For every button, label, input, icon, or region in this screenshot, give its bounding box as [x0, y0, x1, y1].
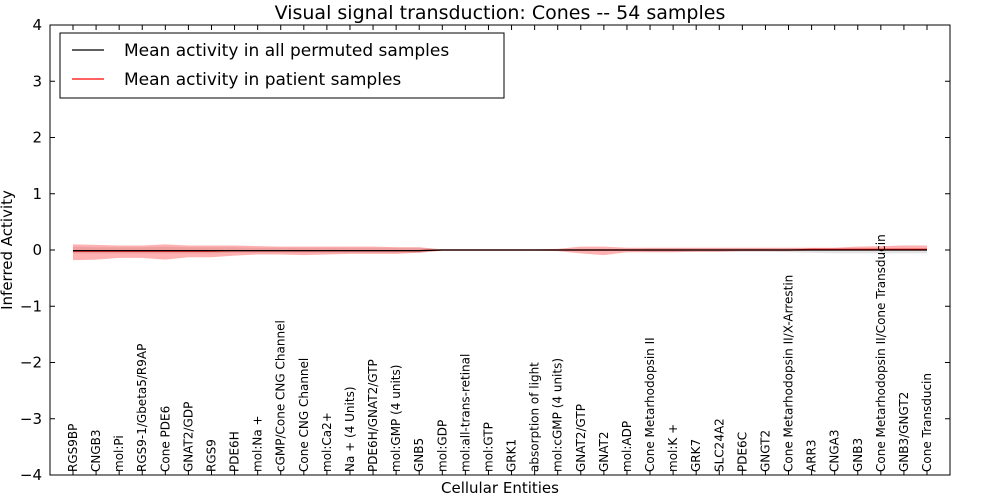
x-tick-label: Cone Metarhodopsin II/X-Arrestin — [782, 275, 796, 472]
x-tick-label: GNB5 — [412, 438, 426, 472]
y-tick-label: 3 — [32, 72, 42, 90]
x-tick-label: absorption of light — [528, 362, 542, 472]
confidence-bands — [73, 244, 927, 261]
x-tick-label: ARR3 — [805, 439, 819, 472]
x-tick-label: Cone CNG Channel — [297, 358, 311, 472]
x-tick-label: Na + (4 Units) — [343, 386, 357, 472]
y-tick-label: 0 — [32, 241, 42, 259]
x-tick-label: mol:Na + — [251, 415, 265, 472]
x-tick-label: mol:ADP — [620, 421, 634, 472]
y-tick-label: 2 — [32, 129, 42, 147]
x-tick-label: mol:K + — [666, 424, 680, 472]
x-tick-label: Cone Transducin — [920, 373, 934, 472]
y-tick-label: −2 — [20, 354, 42, 372]
x-tick-label: mol:GDP — [435, 420, 449, 472]
series-band-1 — [73, 244, 927, 261]
x-tick-label: Cone Metarhodopsin II — [643, 337, 657, 472]
x-tick-label: RGS9BP — [66, 424, 80, 472]
x-tick-label: GRK1 — [505, 439, 519, 472]
x-axis-label: Cellular Entities — [441, 479, 559, 497]
legend-label-0: Mean activity in all permuted samples — [124, 41, 449, 61]
legend-box — [59, 32, 505, 99]
x-tick-label: RGS9-1/Gbeta5/R9AP — [135, 344, 149, 472]
legend-label-1: Mean activity in patient samples — [124, 70, 401, 90]
x-tick-label: mol:GMP (4 units) — [389, 365, 403, 472]
x-tick-label: CNGB3 — [89, 429, 103, 472]
x-tick-label: Cone Metarhodopsin II/Cone Transducin — [874, 234, 888, 472]
y-tick-label: −3 — [20, 410, 42, 428]
y-tick-label: −1 — [20, 297, 42, 315]
x-tick-label: GNGT2 — [758, 430, 772, 472]
x-tick-label: mol:GTP — [482, 422, 496, 472]
x-tick-label: cGMP/Cone CNG Channel — [274, 320, 288, 472]
x-tick-label: SLC24A2 — [712, 418, 726, 472]
x-tick-label: GNAT2 — [597, 431, 611, 472]
series-lines — [73, 248, 927, 252]
chart-title: Visual signal transduction: Cones -- 54 … — [275, 2, 726, 24]
x-tick-label: PDE6H/GNAT2/GTP — [366, 359, 380, 472]
x-tick-label: GNAT2/GDP — [181, 402, 195, 472]
x-tick-label: mol:all-trans-retinal — [458, 354, 472, 472]
x-tick-label: mol:Ca2+ — [320, 412, 334, 472]
x-tick-label: GRK7 — [689, 439, 703, 472]
x-tick-label: PDE6C — [735, 432, 749, 472]
series-line-0 — [73, 249, 927, 252]
x-tick-label: GNB3/GNGT2 — [897, 392, 911, 472]
x-tick-label: RGS9 — [205, 439, 219, 472]
x-axis: RGS9BP CNGB3 mol:Pi RGS9-1/Gbeta5/R9AP Cone … — [66, 25, 934, 475]
y-axis-label: Inferred Activity — [0, 190, 16, 310]
x-tick-label: GNB3 — [851, 438, 865, 472]
y-tick-label: 4 — [32, 16, 42, 34]
y-tick-label: 1 — [32, 185, 42, 203]
x-tick-label: GNAT2/GTP — [574, 404, 588, 472]
y-tick-label: −4 — [20, 466, 42, 484]
y-axis: 4 3 2 1 0 −1 −2 −3 −4 — [20, 16, 950, 484]
x-tick-label: mol:Pi — [112, 435, 126, 472]
legend: Mean activity in all permuted samplesMea… — [59, 32, 505, 99]
x-tick-label: Cone PDE6 — [158, 406, 172, 472]
x-tick-label: mol:cGMP (4 units) — [551, 358, 565, 472]
x-tick-label: PDE6H — [228, 431, 242, 472]
x-tick-label: CNGA3 — [828, 430, 842, 473]
